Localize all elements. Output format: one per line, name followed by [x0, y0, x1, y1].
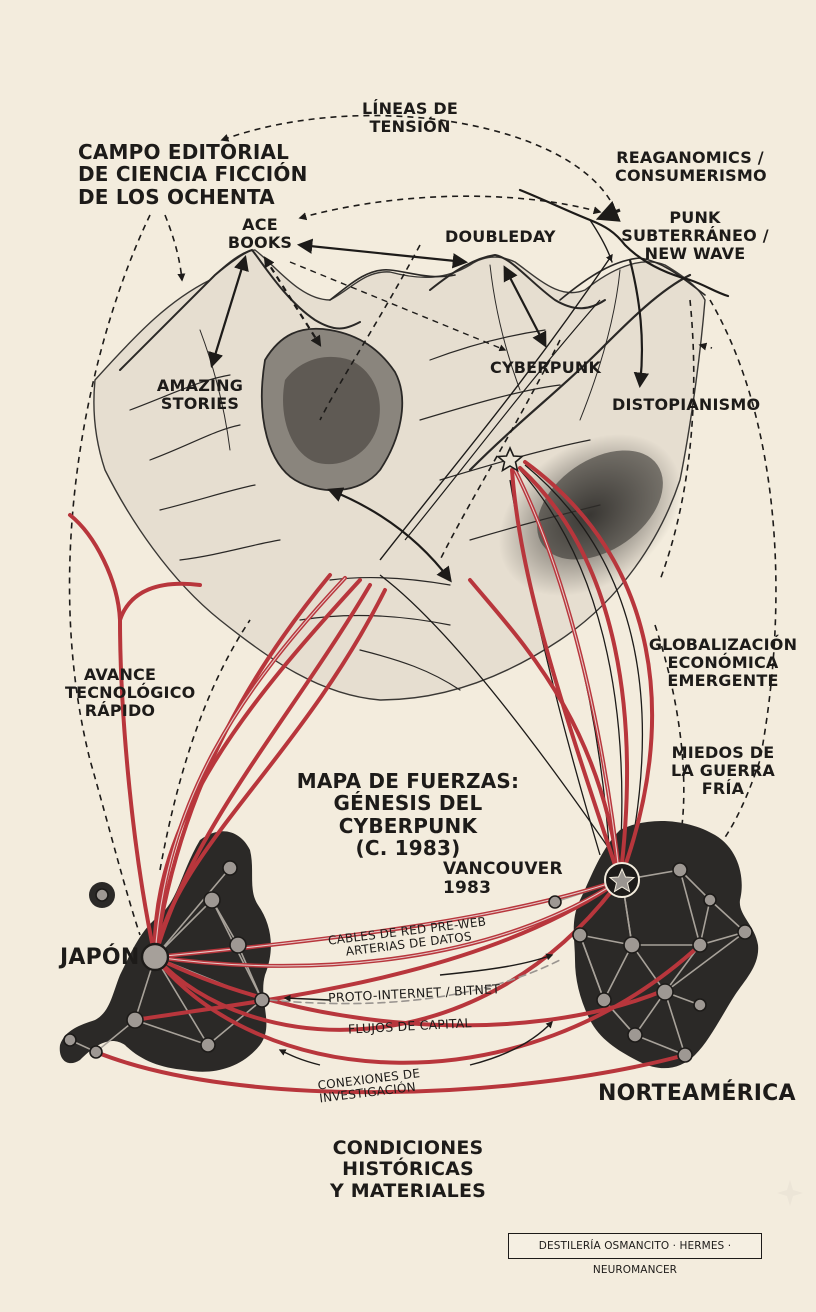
punk-line-1: PUNK [669, 208, 721, 227]
punk-label: PUNK SUBTERRÁNEO / NEW WAVE [620, 209, 770, 263]
tech-advance-line-3: RÁPIDO [84, 700, 156, 720]
vancouver-label: VANCOUVER 1983 [443, 859, 563, 899]
publishing-arrows [208, 200, 650, 583]
tech-advance-line-2: TECNOLÓGICO [65, 682, 196, 702]
bottom-title: CONDICIONES HISTÓRICAS Y MATERIALES [268, 1137, 548, 1202]
amazing-stories-line-2: STORIES [160, 393, 240, 413]
connection-arrows [278, 953, 554, 1066]
doubleday-label: DOUBLEDAY [445, 227, 556, 246]
dashed-influence-lines [68, 114, 777, 936]
sparkle-icon [777, 1180, 803, 1206]
cyberpunk-label: CYBERPUNK [490, 358, 602, 377]
network-nodes [63, 860, 753, 1063]
reaganomics-label: REAGANOMICS / CONSUMERISMO [615, 148, 767, 185]
globalization-line-2: ECONÓMICA [667, 652, 779, 672]
data-cables [68, 460, 702, 1095]
editorial-field-line-3: DE LOS OCHENTA [78, 184, 275, 209]
center-title-line-3: (C. 1983) [355, 836, 461, 861]
cyberpunk-star-icon [495, 446, 525, 473]
tech-advance-line-1: AVANCE [83, 665, 157, 684]
center-title-line-2: GÉNESIS DEL CYBERPUNK [333, 791, 483, 838]
credit-box: DESTILERÍA OSMANCITO · HERMES · NEUROMAN… [508, 1233, 762, 1276]
mountain-range [93, 188, 730, 701]
cold-war-label: MIEDOS DE LA GUERRA FRÍA [668, 744, 778, 798]
editorial-field-label: CAMPO EDITORIAL DE CIENCIA FICCIÓN DE LO… [78, 140, 318, 209]
japan-hub-node [140, 942, 170, 972]
north-america-label: NORTEAMÉRICA [598, 1081, 796, 1106]
cold-war-line-1: MIEDOS DE [671, 743, 775, 762]
center-title-line-1: MAPA DE FUERZAS: [296, 769, 520, 793]
bottom-title-line-1: CONDICIONES HISTÓRICAS [332, 1137, 484, 1181]
center-title: MAPA DE FUERZAS: GÉNESIS DEL CYBERPUNK (… [268, 770, 548, 860]
reaganomics-line-1: REAGANOMICS / [616, 148, 764, 167]
globalization-line-1: GLOBALIZACIÓN [648, 635, 798, 654]
punk-line-2: SUBTERRÁNEO / [621, 225, 769, 245]
editorial-field-line-2: DE CIENCIA FICCIÓN [78, 162, 308, 187]
vancouver-star-icon [608, 867, 636, 893]
tech-advance-label: AVANCE TECNOLÓGICO RÁPIDO [65, 665, 196, 720]
cold-war-line-2: LA GUERRA [670, 760, 776, 780]
distopianismo-label: DISTOPIANISMO [612, 395, 761, 414]
tension-lines-label: LÍNEAS DE TENSIÓN [362, 99, 458, 136]
amazing-stories-label: AMAZING STORIES [150, 377, 250, 413]
globalization-label: GLOBALIZACIÓN ECONÓMICA EMERGENTE [648, 636, 798, 690]
bottom-title-line-2: Y MATERIALES [329, 1179, 487, 1202]
amazing-stories-line-1: AMAZING [156, 376, 244, 395]
japan-label: JAPÓN [60, 945, 140, 970]
cold-war-line-3: FRÍA [701, 778, 745, 798]
globalization-line-3: EMERGENTE [667, 670, 779, 690]
reaganomics-line-2: CONSUMERISMO [615, 165, 767, 185]
punk-line-3: NEW WAVE [644, 243, 746, 263]
editorial-field-line-1: CAMPO EDITORIAL [78, 140, 290, 164]
ace-books-label: ACE BOOKS [227, 215, 293, 252]
